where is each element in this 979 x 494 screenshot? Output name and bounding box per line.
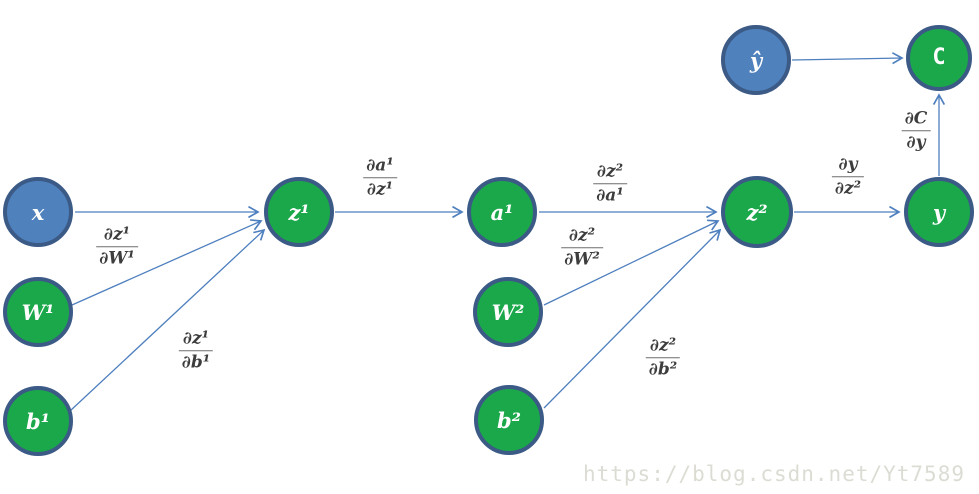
edge-label-dz2-dw2: ∂z² ∂W² — [561, 225, 603, 271]
edge-label-dz1-dw1: ∂z¹ ∂W¹ — [96, 224, 138, 270]
node-z1: z¹ — [264, 177, 334, 247]
edge-label-dz2-db2: ∂z² ∂b² — [645, 335, 681, 381]
edge-label-dz1-db1: ∂z¹ ∂b¹ — [178, 328, 214, 374]
node-x-label: x — [31, 199, 45, 225]
arrow-b2-to-z2 — [543, 228, 722, 409]
node-yhat: ŷ — [721, 25, 791, 95]
node-w1-label: W¹ — [21, 299, 55, 325]
fraction-denominator: ∂b² — [648, 359, 678, 380]
node-yhat-label: ŷ — [749, 47, 763, 73]
fraction-denominator: ∂W² — [564, 249, 600, 270]
fraction-denominator: ∂z¹ — [366, 179, 394, 200]
node-w2: W² — [473, 277, 543, 347]
node-y: y — [904, 177, 974, 247]
fraction-numerator: ∂z² — [593, 161, 627, 185]
node-y-label: y — [932, 199, 946, 225]
fraction-denominator: ∂b¹ — [181, 352, 211, 373]
node-z2: z² — [721, 176, 793, 248]
fraction-numerator: ∂C — [901, 108, 931, 132]
edge-label-dc-dy: ∂C ∂y — [901, 108, 931, 154]
arrow-w1-to-z1 — [71, 219, 263, 306]
edge-label-da1-dz1: ∂a¹ ∂z¹ — [363, 155, 397, 201]
node-c-label: C — [932, 45, 946, 70]
node-b1-label: b¹ — [26, 408, 50, 434]
fraction-denominator: ∂y — [906, 132, 926, 153]
arrow-w2-to-z2 — [543, 219, 720, 306]
node-b2-label: b² — [497, 407, 521, 433]
node-z1-label: z¹ — [288, 199, 310, 225]
watermark-url: https://blog.csdn.net/Yt7589 — [582, 462, 965, 486]
node-b2: b² — [474, 385, 544, 455]
node-z2-label: z² — [746, 199, 768, 225]
fraction-numerator: ∂z¹ — [178, 328, 214, 352]
node-b1: b¹ — [3, 386, 73, 456]
edge-label-dy-dz2: ∂y ∂z² — [831, 154, 865, 200]
node-x: x — [3, 177, 73, 247]
node-a1-label: a¹ — [490, 199, 514, 225]
edge-label-dz2-da1: ∂z² ∂a¹ — [593, 161, 627, 207]
fraction-numerator: ∂y — [831, 154, 865, 178]
node-c: C — [906, 25, 972, 91]
fraction-numerator: ∂z² — [645, 335, 681, 359]
node-a1: a¹ — [467, 177, 537, 247]
fraction-numerator: ∂a¹ — [363, 155, 397, 179]
fraction-denominator: ∂W¹ — [99, 248, 135, 269]
fraction-numerator: ∂z¹ — [96, 224, 138, 248]
node-w2-label: W² — [491, 299, 525, 325]
fraction-denominator: ∂a¹ — [596, 185, 624, 206]
arrow-yhat-to-c — [791, 52, 904, 65]
arrow-b1-to-z1 — [69, 228, 266, 412]
node-w1: W¹ — [3, 277, 73, 347]
fraction-numerator: ∂z² — [561, 225, 603, 249]
fraction-denominator: ∂z² — [834, 178, 862, 199]
